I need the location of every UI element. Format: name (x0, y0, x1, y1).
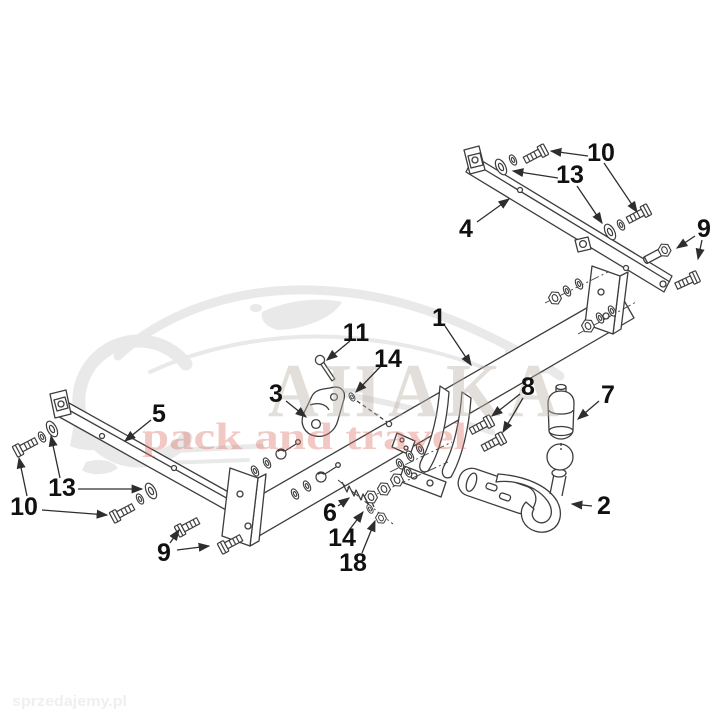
bar-nut-sets-right (544, 271, 637, 336)
ball-cover-part-7 (547, 383, 575, 450)
tow-ball (546, 443, 574, 471)
label-4: 4 (459, 215, 473, 243)
crossbar-left-end-plate (221, 467, 267, 547)
parts-drawing (11, 143, 702, 555)
bolt-part-11 (314, 354, 336, 382)
center-fastener-cluster (362, 441, 453, 507)
bracket-part-3 (301, 386, 346, 438)
right-bolts-9 (642, 240, 702, 293)
label-11: 11 (343, 319, 370, 347)
label-1: 1 (432, 304, 446, 332)
leader-lines (16, 147, 705, 554)
label-7: 7 (601, 381, 615, 409)
corner-watermark-text: sprzedajemy.pl (12, 693, 127, 710)
brand-tagline: pack and travel (142, 416, 467, 458)
bar-carriage-bolts-left (249, 443, 337, 501)
label-14-upper: 14 (374, 345, 402, 373)
label-5: 5 (152, 400, 166, 428)
label-2: 2 (597, 492, 611, 520)
label-3: 3 (269, 380, 283, 408)
label-10-top: 10 (587, 139, 615, 167)
label-13-top: 13 (556, 161, 584, 189)
side-arm-part-4 (463, 145, 673, 293)
crossbar-right-end-plate (584, 265, 629, 335)
label-9-right: 9 (697, 215, 711, 243)
label-6: 6 (323, 499, 337, 527)
brand-watermark: AHAKA pack and travel (142, 349, 566, 458)
ball-mount-bracket (398, 385, 472, 498)
label-14-lower: 14 (328, 524, 356, 552)
part-labels: 10 13 4 9 1 11 14 3 8 7 5 13 10 6 14 9 1… (10, 139, 711, 577)
label-10-left: 10 (10, 493, 38, 521)
label-8: 8 (521, 373, 535, 401)
crossbar-part-1 (237, 289, 635, 541)
swan-neck-part-2 (457, 443, 574, 533)
nut-part-18 (373, 510, 389, 526)
label-18: 18 (339, 549, 367, 577)
label-13-left: 13 (48, 474, 76, 502)
label-9-left: 9 (157, 539, 171, 567)
brand-text: AHAKA (268, 349, 566, 433)
